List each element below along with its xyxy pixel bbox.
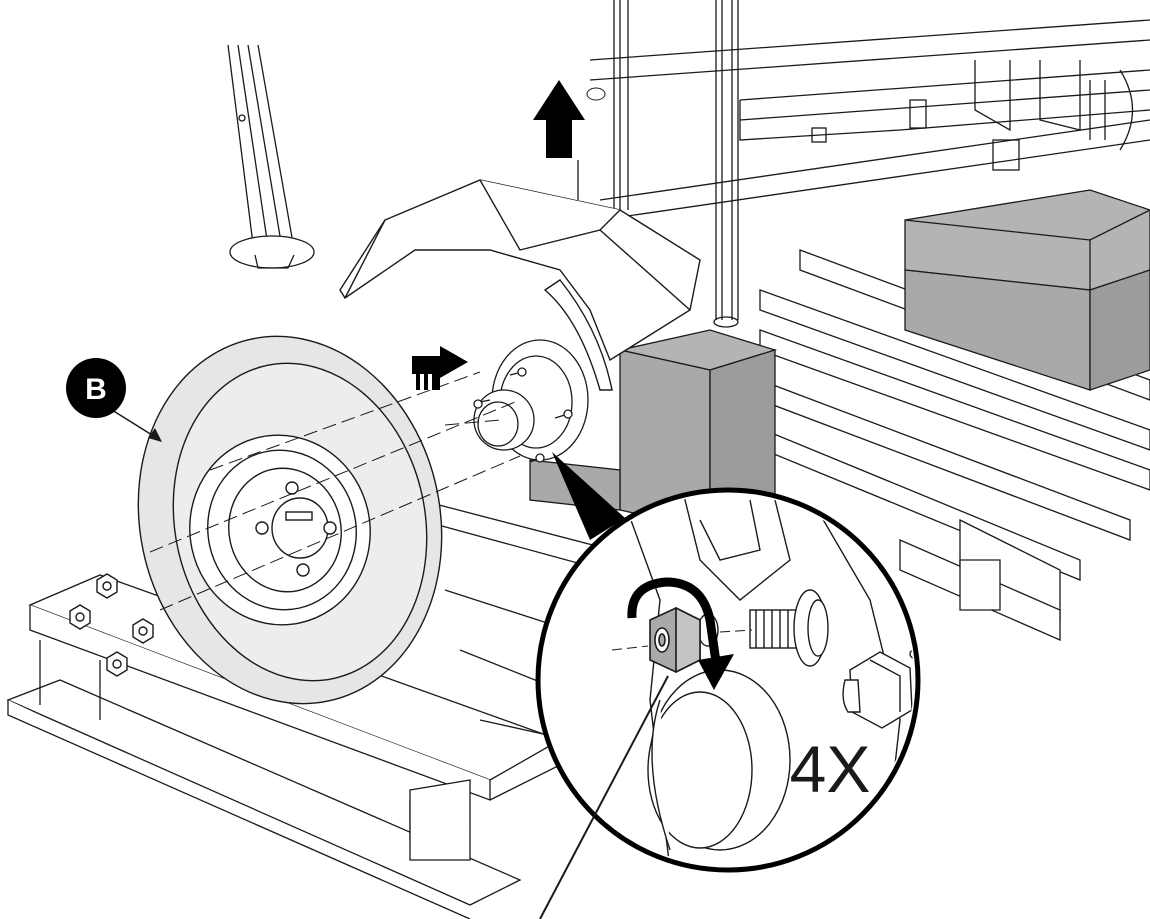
machine-frame — [589, 19, 1150, 221]
detail-magnifier: 4X — [535, 452, 921, 873]
clockwise-arrow-icon — [627, 577, 734, 690]
grey-carton-upper — [904, 189, 1150, 391]
callout-b: B — [66, 358, 162, 442]
lug-nut-2 — [69, 604, 91, 630]
lug-nut-3 — [132, 618, 154, 644]
lug-nut-1 — [96, 573, 118, 599]
support-post — [227, 44, 315, 269]
wheel-fender — [339, 179, 701, 391]
axle-hub — [473, 339, 589, 463]
callout-label: B — [85, 373, 107, 406]
quantity-label: 4X — [790, 732, 871, 806]
push-arrow-icon — [412, 346, 468, 390]
lug-nut-detail — [649, 606, 701, 674]
leader-line — [539, 675, 669, 919]
loose-lug-nuts — [69, 573, 154, 677]
vertical-posts — [613, 0, 739, 328]
wheel-b — [137, 335, 443, 705]
grey-carton-lower — [529, 329, 778, 531]
alignment-lines — [149, 371, 521, 611]
lug-nut-4 — [106, 651, 128, 677]
callout-badge — [66, 358, 126, 418]
up-arrow-icon — [533, 80, 606, 200]
